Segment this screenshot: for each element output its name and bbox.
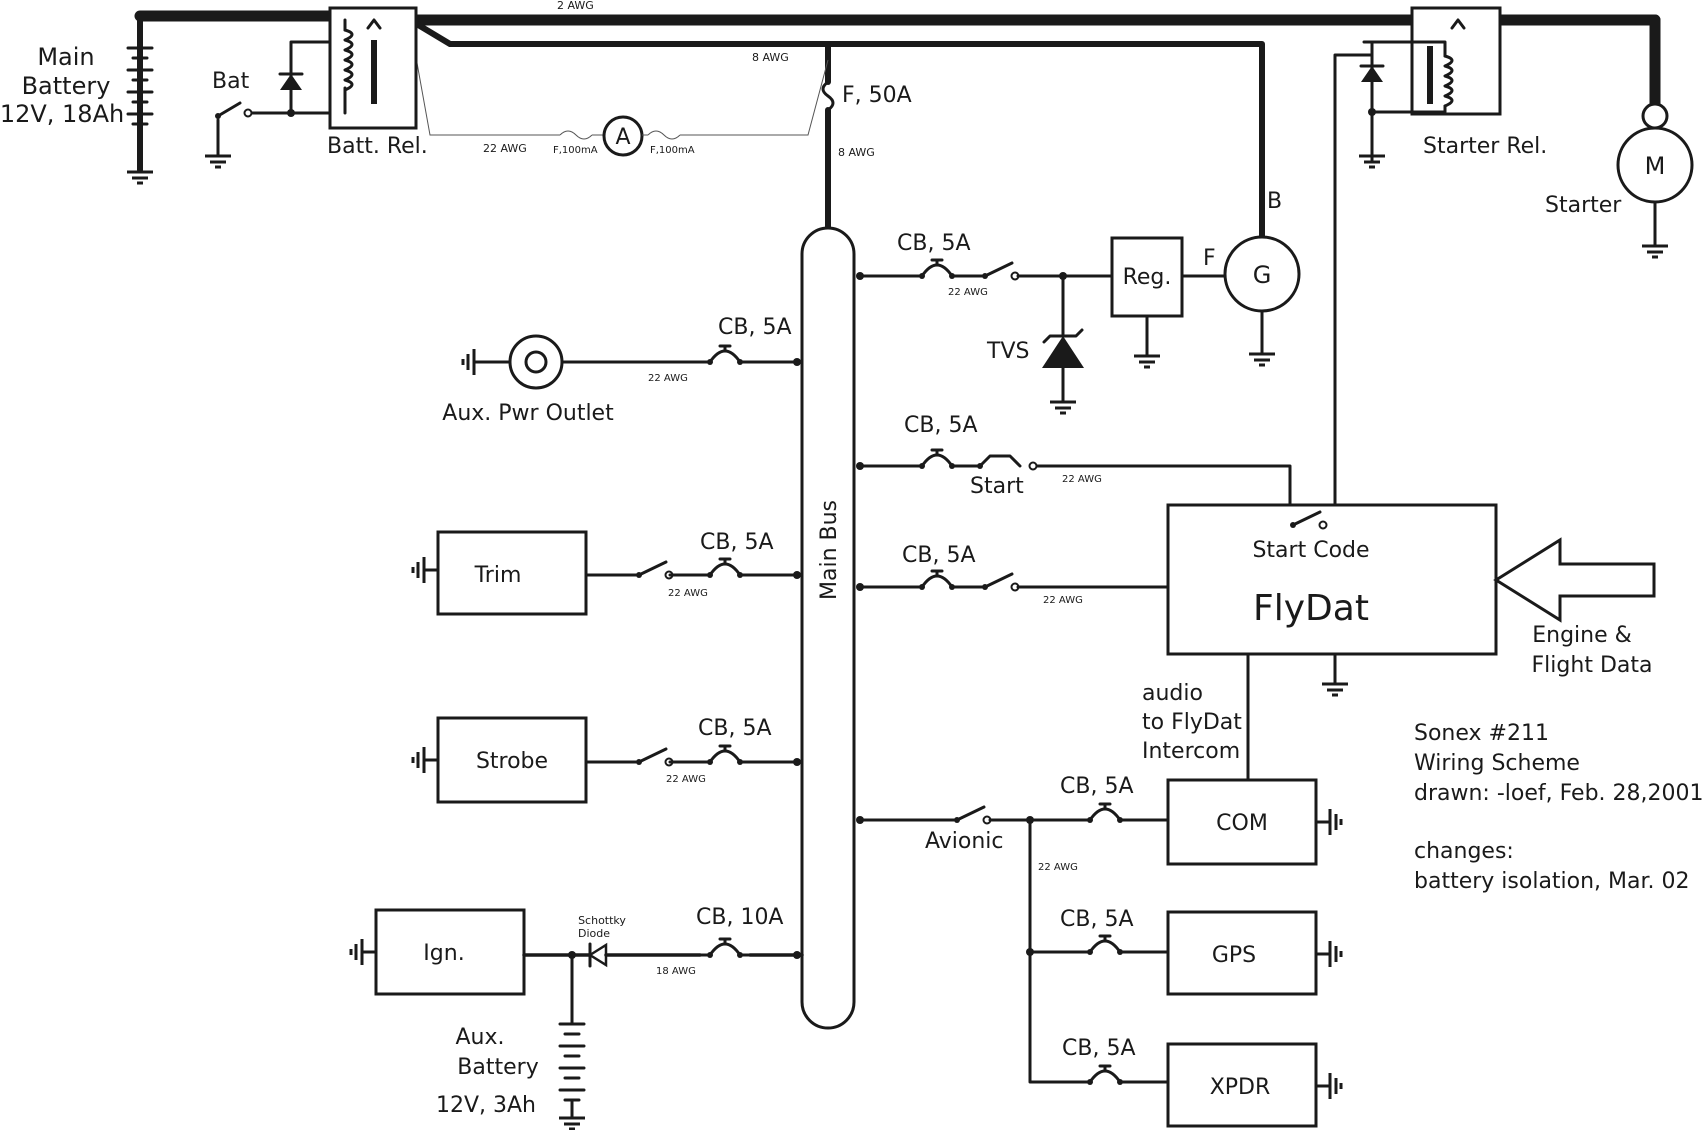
schottky-label-1: Schottky xyxy=(578,914,626,927)
ammeter-symbol: A xyxy=(615,125,630,150)
aux-outlet-label: Aux. Pwr Outlet xyxy=(442,401,614,426)
bat-switch[interactable] xyxy=(203,101,347,169)
main-fuse-label: F, 50A xyxy=(842,83,912,108)
flydat-title: FlyDat xyxy=(1253,588,1369,629)
main-battery-label-3: 12V, 18Ah xyxy=(0,100,124,128)
battery-relay xyxy=(328,6,418,130)
cb-xpdr-label: CB, 5A xyxy=(1062,1036,1136,1061)
audio-label-1: audio xyxy=(1142,681,1203,706)
cb-trim-label: CB, 5A xyxy=(700,530,774,555)
main-battery-label-2: Battery xyxy=(22,72,111,100)
com-label: COM xyxy=(1216,811,1268,836)
wire-22awg-ammeter-label: 22 AWG xyxy=(483,142,527,155)
ignition-label: Ign. xyxy=(423,941,464,966)
flydat-unit: Start Code FlyDat xyxy=(1166,503,1498,782)
wire-22awg-start-label: 22 AWG xyxy=(1062,474,1102,485)
wire-22awg-strobe-label: 22 AWG xyxy=(666,774,706,785)
motor-symbol: M xyxy=(1645,152,1666,180)
com-radio: COM xyxy=(1166,778,1343,866)
cb-ign-label: CB, 10A xyxy=(696,905,783,930)
cb-flydat-label: CB, 5A xyxy=(902,543,976,568)
xpdr-label: XPDR xyxy=(1210,1075,1271,1100)
regulator-label: Reg. xyxy=(1123,265,1172,290)
ammeter-fuse-left xyxy=(559,130,604,140)
aux-power-outlet xyxy=(461,334,804,390)
strobe-branch: Strobe xyxy=(411,716,804,804)
flydat-feed xyxy=(856,569,1170,592)
start-code-label: Start Code xyxy=(1252,538,1369,563)
wire-2awg-label: 2 AWG xyxy=(557,0,594,12)
starter-relay-diode xyxy=(1357,40,1387,169)
cb-com-label: CB, 5A xyxy=(1060,774,1134,799)
data-input-arrow xyxy=(1493,537,1656,623)
regulator-branch xyxy=(856,258,1114,281)
gps-label: GPS xyxy=(1212,943,1256,968)
ignition-branch: Ign. xyxy=(349,908,804,996)
note-line-5: battery isolation, Mar. 02 xyxy=(1414,869,1690,894)
wire-22awg-reg-label: 22 AWG xyxy=(948,287,988,298)
wire-22awg-trim-label: 22 AWG xyxy=(668,588,708,599)
aux-battery-label-3: 12V, 3Ah xyxy=(436,1093,536,1118)
note-line-1: Sonex #211 xyxy=(1414,721,1549,746)
wire-18awg-label: 18 AWG xyxy=(656,966,696,977)
avionic-branch xyxy=(856,802,1170,1087)
generator: G xyxy=(1223,235,1301,367)
gps-unit: GPS xyxy=(1166,910,1343,996)
starter-relay xyxy=(1362,6,1502,116)
start-code-wire xyxy=(1333,53,1374,507)
avionic-switch-label[interactable]: Avionic xyxy=(925,829,1004,854)
tvs-diode xyxy=(1042,274,1084,415)
main-bus: Main Bus xyxy=(800,226,856,1030)
main-battery-label-1: Main xyxy=(37,43,94,71)
cb-start-label: CB, 5A xyxy=(904,413,978,438)
battery-relay-label: Batt. Rel. xyxy=(327,134,428,159)
start-branch xyxy=(856,448,1292,507)
tvs-label: TVS xyxy=(986,339,1029,364)
wire-22awg-avionic-label: 22 AWG xyxy=(1038,862,1078,873)
starter-motor: M xyxy=(1616,102,1694,259)
wire-22awg-aux-label: 22 AWG xyxy=(648,373,688,384)
main-fuse xyxy=(821,80,835,112)
gen-field-label: F xyxy=(1203,246,1216,271)
main-bus-label: Main Bus xyxy=(817,500,842,600)
audio-label-3: Intercom xyxy=(1142,739,1240,764)
trim-branch: Trim xyxy=(411,530,804,616)
aux-battery-symbol xyxy=(557,953,587,1130)
starter-label: Starter xyxy=(1545,193,1622,218)
cb-gps-label: CB, 5A xyxy=(1060,907,1134,932)
cb-strobe-label: CB, 5A xyxy=(698,716,772,741)
bat-switch-label: Bat xyxy=(212,69,250,94)
ammeter-fuse-left-label: F,100mA xyxy=(553,145,598,156)
aux-battery-label-1: Aux. xyxy=(455,1025,504,1050)
strobe-label: Strobe xyxy=(476,749,548,774)
note-line-3: drawn: -loef, Feb. 28,2001 xyxy=(1414,781,1704,806)
wire-8awg-vert-label: 8 AWG xyxy=(838,146,875,159)
cb-aux-label: CB, 5A xyxy=(718,315,792,340)
gen-b-label: B xyxy=(1267,189,1282,214)
note-line-2: Wiring Scheme xyxy=(1414,751,1580,776)
aux-battery-label-2: Battery xyxy=(457,1055,538,1080)
start-switch-label[interactable]: Start xyxy=(970,474,1024,499)
cb-reg-label: CB, 5A xyxy=(897,231,971,256)
ammeter-fuse-right xyxy=(642,130,681,140)
wire-22awg-code-label: 22 AWG xyxy=(1043,595,1083,606)
ammeter-fuse-right-label: F,100mA xyxy=(650,145,695,156)
note-line-4: changes: xyxy=(1414,839,1514,864)
starter-relay-label: Starter Rel. xyxy=(1423,134,1547,159)
ammeter: A xyxy=(602,115,644,157)
engine-data-label-2: Flight Data xyxy=(1532,653,1653,678)
audio-label-2: to FlyDat xyxy=(1142,710,1242,735)
battery-relay-diode xyxy=(278,40,347,115)
main-battery-symbol xyxy=(125,46,155,185)
wire-8awg-top-label: 8 AWG xyxy=(752,51,789,64)
engine-data-label-1: Engine & xyxy=(1532,623,1632,648)
regulator: Reg. xyxy=(1110,236,1184,369)
generator-symbol: G xyxy=(1253,261,1272,289)
xpdr-unit: XPDR xyxy=(1166,1042,1343,1128)
drawing-notes: Sonex #211 Wiring Scheme drawn: -loef, F… xyxy=(1414,721,1704,894)
schottky-label-2: Diode xyxy=(578,927,610,940)
trim-label: Trim xyxy=(474,563,522,588)
